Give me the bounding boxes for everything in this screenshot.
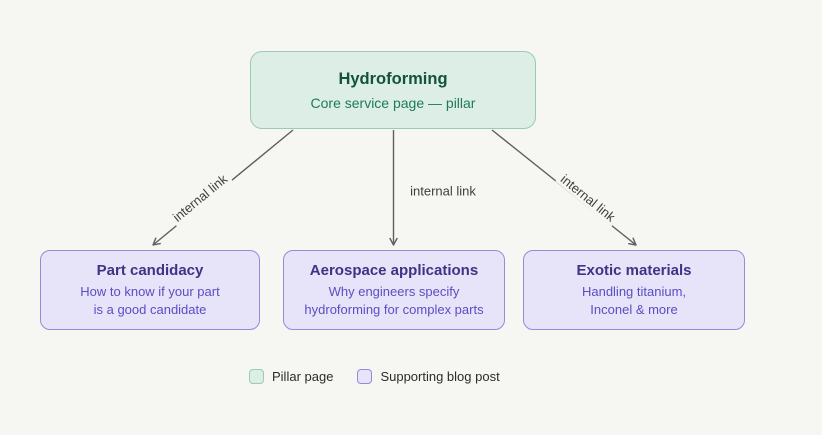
pillar-subtitle: Core service page — pillar bbox=[310, 94, 476, 111]
support-subtitle-line1: Why engineers specify bbox=[328, 283, 460, 299]
support-title: Part candidacy bbox=[96, 261, 204, 279]
node-aerospace-applications: Aerospace applications Why engineers spe… bbox=[283, 250, 505, 330]
legend: Pillar page Supporting blog post bbox=[249, 369, 500, 384]
support-title: Exotic materials bbox=[576, 261, 692, 279]
support-subtitle-line1: How to know if your part bbox=[80, 283, 220, 299]
supporting-blog-post-swatch-icon bbox=[357, 369, 373, 384]
pillar-title: Hydroforming bbox=[338, 69, 448, 88]
support-subtitle-line2: hydroforming for complex parts bbox=[304, 301, 484, 317]
support-subtitle-line2: Inconel & more bbox=[590, 301, 678, 317]
support-subtitle: Why engineers specify hydroforming for c… bbox=[304, 283, 483, 319]
support-subtitle: How to know if your part is a good candi… bbox=[80, 283, 219, 319]
support-title: Aerospace applications bbox=[309, 261, 479, 279]
legend-item-supporting-blog-post: Supporting blog post bbox=[357, 369, 500, 384]
legend-item-pillar-page: Pillar page bbox=[249, 369, 333, 384]
node-exotic-materials: Exotic materials Handling titanium, Inco… bbox=[523, 250, 745, 330]
edge-label-internal-link-middle: internal link bbox=[407, 183, 479, 199]
legend-label: Supporting blog post bbox=[380, 369, 500, 384]
node-part-candidacy: Part candidacy How to know if your part … bbox=[40, 250, 260, 330]
support-subtitle: Handling titanium, Inconel & more bbox=[582, 283, 686, 319]
support-subtitle-line2: is a good candidate bbox=[93, 301, 207, 317]
node-pillar-hydroforming: Hydroforming Core service page — pillar bbox=[250, 51, 536, 129]
legend-label: Pillar page bbox=[272, 369, 334, 384]
pillar-page-swatch-icon bbox=[249, 369, 264, 384]
support-subtitle-line1: Handling titanium, bbox=[581, 283, 687, 299]
